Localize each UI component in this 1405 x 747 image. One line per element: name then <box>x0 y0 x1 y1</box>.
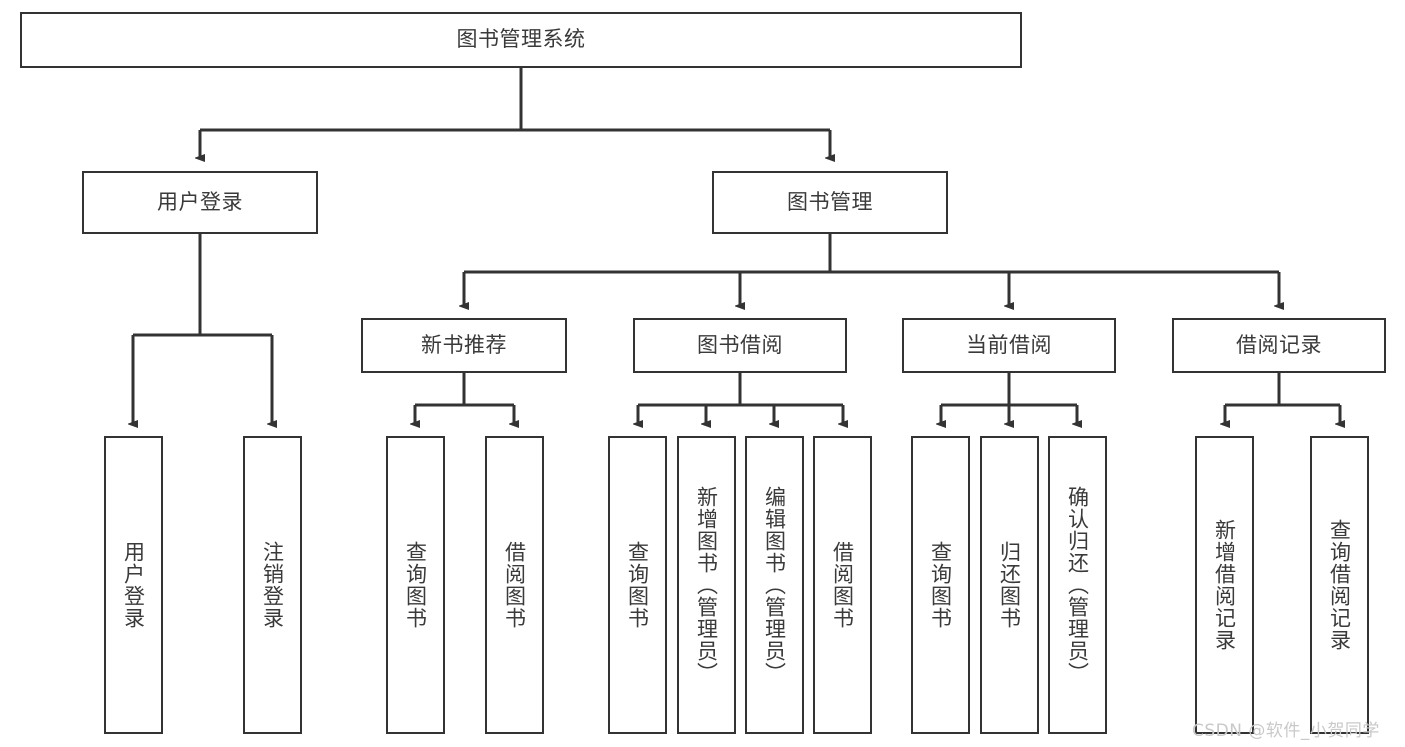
node-book-mgmt[interactable]: 图书管理 <box>712 171 948 234</box>
node-leaf-cb-return-label: 归还图书 <box>997 541 1022 629</box>
node-new-book-rec-label: 新书推荐 <box>421 332 507 357</box>
node-leaf-user-login[interactable]: 用户登录 <box>104 436 163 734</box>
node-leaf-br-query-label: 查询借阅记录 <box>1327 519 1352 651</box>
node-leaf-cb-query-label: 查询图书 <box>928 541 953 629</box>
node-new-book-rec[interactable]: 新书推荐 <box>361 318 567 373</box>
node-leaf-cb-confirm[interactable]: 确认归还（管理员） <box>1048 436 1107 734</box>
node-user-login[interactable]: 用户登录 <box>82 171 318 234</box>
node-leaf-bb-query-label: 查询图书 <box>625 541 650 629</box>
node-leaf-bb-borrow[interactable]: 借阅图书 <box>813 436 872 734</box>
node-leaf-cb-confirm-label: 确认归还（管理员） <box>1065 486 1090 684</box>
csdn-watermark: CSDN @软件_小贺同学 <box>1192 721 1380 741</box>
node-current-borrow-label: 当前借阅 <box>966 332 1052 357</box>
node-leaf-br-add[interactable]: 新增借阅记录 <box>1195 436 1254 734</box>
node-book-borrow[interactable]: 图书借阅 <box>633 318 847 373</box>
node-leaf-bb-add-label: 新增图书（管理员） <box>694 486 719 684</box>
node-leaf-nbr-query[interactable]: 查询图书 <box>386 436 445 734</box>
node-leaf-bb-edit[interactable]: 编辑图书（管理员） <box>745 436 804 734</box>
node-leaf-cb-query[interactable]: 查询图书 <box>911 436 970 734</box>
node-borrow-record-label: 借阅记录 <box>1236 332 1322 357</box>
node-leaf-user-logout-label: 注销登录 <box>260 541 285 629</box>
node-leaf-br-query[interactable]: 查询借阅记录 <box>1310 436 1369 734</box>
node-leaf-cb-return[interactable]: 归还图书 <box>980 436 1039 734</box>
node-root-label: 图书管理系统 <box>456 27 586 52</box>
node-leaf-nbr-borrow-label: 借阅图书 <box>502 541 527 629</box>
node-leaf-user-login-label: 用户登录 <box>121 541 146 629</box>
node-user-login-label: 用户登录 <box>157 189 243 214</box>
node-leaf-bb-add[interactable]: 新增图书（管理员） <box>677 436 736 734</box>
node-leaf-br-add-label: 新增借阅记录 <box>1212 519 1237 651</box>
node-leaf-bb-borrow-label: 借阅图书 <box>830 541 855 629</box>
node-book-mgmt-label: 图书管理 <box>787 189 873 214</box>
node-leaf-user-logout[interactable]: 注销登录 <box>243 436 302 734</box>
node-leaf-nbr-borrow[interactable]: 借阅图书 <box>485 436 544 734</box>
node-root[interactable]: 图书管理系统 <box>20 12 1022 68</box>
node-current-borrow[interactable]: 当前借阅 <box>902 318 1116 373</box>
node-borrow-record[interactable]: 借阅记录 <box>1172 318 1386 373</box>
node-leaf-bb-query[interactable]: 查询图书 <box>608 436 667 734</box>
node-leaf-bb-edit-label: 编辑图书（管理员） <box>762 486 787 684</box>
node-leaf-nbr-query-label: 查询图书 <box>403 541 428 629</box>
node-book-borrow-label: 图书借阅 <box>697 332 783 357</box>
